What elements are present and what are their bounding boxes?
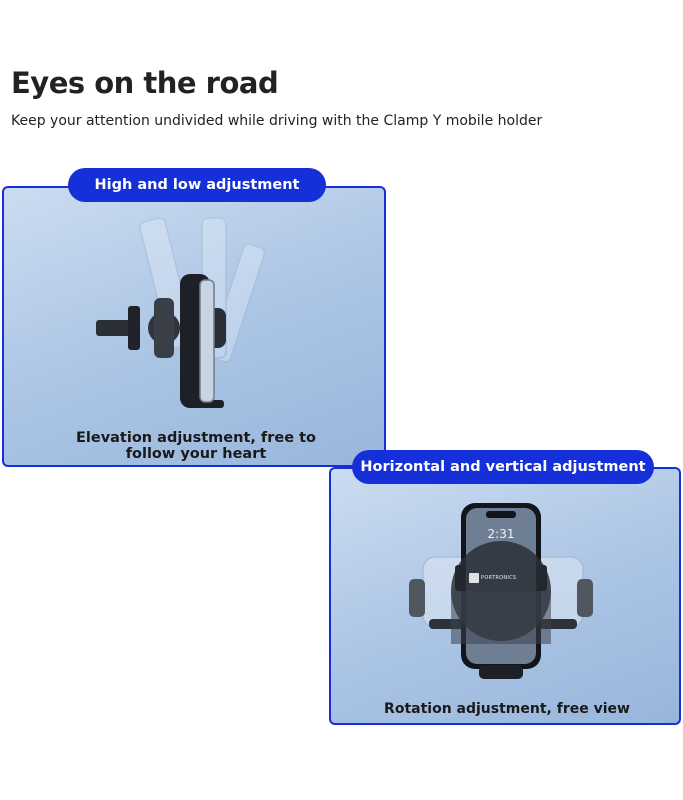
- feature-caption-elevation: Elevation adjustment, free to follow you…: [75, 430, 317, 462]
- page-title: Eyes on the road: [11, 66, 279, 100]
- brand-label: PORTRONICS: [481, 575, 517, 581]
- phone-in-holder-icon: [409, 503, 593, 679]
- feature-caption-rotation: Rotation adjustment, free view: [384, 701, 630, 717]
- car-mount-holder-icon: [96, 217, 266, 408]
- phone-clock: 2:31: [487, 527, 515, 541]
- feature-card-rotation: 2:31 PORTRONICS Rotation adjustment, fre…: [329, 467, 681, 725]
- page-subtitle: Keep your attention undivided while driv…: [11, 113, 543, 129]
- feature-badge-high-low: High and low adjustment: [68, 168, 326, 202]
- feature-card-elevation: Elevation adjustment, free to follow you…: [2, 186, 386, 467]
- feature-badge-horizontal-vertical: Horizontal and vertical adjustment: [352, 450, 654, 484]
